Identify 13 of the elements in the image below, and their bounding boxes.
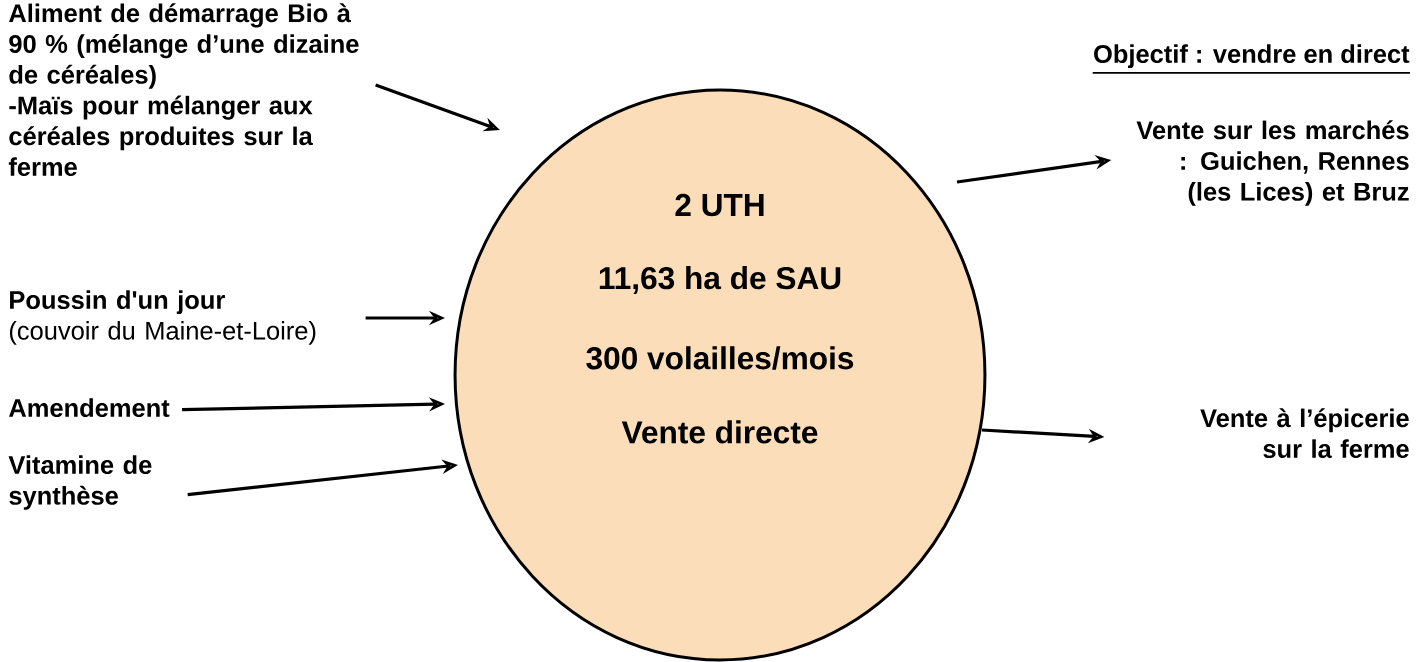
- center-text: Vente directe: [621, 420, 818, 444]
- center-text: 11,63 ha de SAU: [599, 266, 841, 294]
- text-label: Amendement: [9, 398, 170, 418]
- center-text: 300 volailles/mois: [586, 346, 854, 370]
- heading: Objectif : vendre en direct: [1091, 44, 1411, 74]
- text-label: Vitamine de synthèse: [8, 455, 152, 510]
- text-label: (couvoir du Maine-et-Loire): [9, 321, 316, 345]
- text-label: -Maïs pour mélanger aux céréales produites sur la ferme: [8, 95, 313, 176]
- text-label: Vente sur les marchés : Guichen, Rennes (les Lices) et Bruz: [1136, 120, 1409, 206]
- text-label: Vente à l’épicerie sur la ferme: [1200, 408, 1409, 458]
- text-label: Aliment de démarrage Bio à 90 % (mélange d’une dizaine de céréales): [9, 3, 359, 89]
- text-label: Poussin d'un jour: [10, 290, 225, 315]
- center-text: 2 UTH: [675, 193, 764, 217]
